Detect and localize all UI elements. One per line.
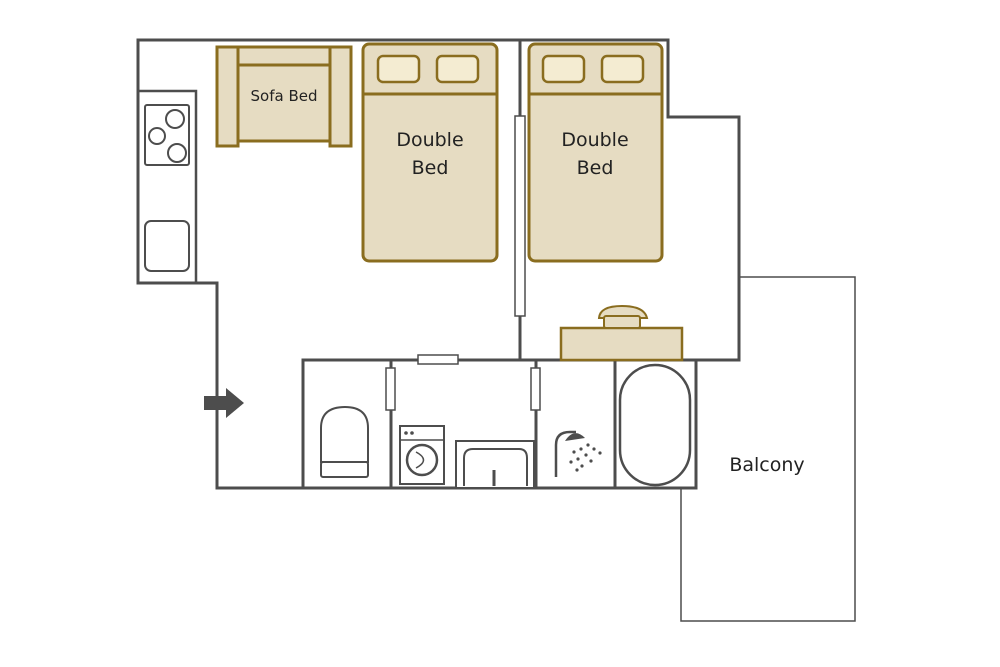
sink-icon [144, 220, 190, 272]
door-shower [530, 367, 541, 411]
doors [385, 115, 541, 411]
door-toilet [385, 367, 396, 411]
sliding-door-bathroom [417, 354, 459, 365]
shower-icon [554, 430, 602, 477]
double-bed-1-label-line2: Bed [412, 157, 449, 179]
double-bed-2: Double Bed [527, 42, 664, 263]
double-bed-2-label-line1: Double [561, 129, 628, 151]
sliding-door-bedroom [514, 115, 526, 317]
kitchenette [136, 89, 198, 285]
arrow-right-icon [204, 388, 244, 418]
toilet-icon [320, 405, 369, 478]
sofa-bed: Sofa Bed [215, 45, 353, 148]
double-bed-1-label-line1: Double [396, 129, 463, 151]
stove-icon [144, 104, 190, 166]
balcony-area [680, 276, 856, 622]
washing-machine-icon [399, 425, 445, 485]
desk [559, 304, 684, 362]
sink-icon [455, 440, 535, 489]
bathtub-icon [618, 363, 692, 487]
double-bed-1: Double Bed [361, 42, 499, 263]
double-bed-2-label-line2: Bed [577, 157, 614, 179]
sofa-bed-label: Sofa Bed [251, 87, 318, 105]
balcony-label: Balcony [729, 454, 804, 476]
lamp-icon [597, 304, 649, 329]
